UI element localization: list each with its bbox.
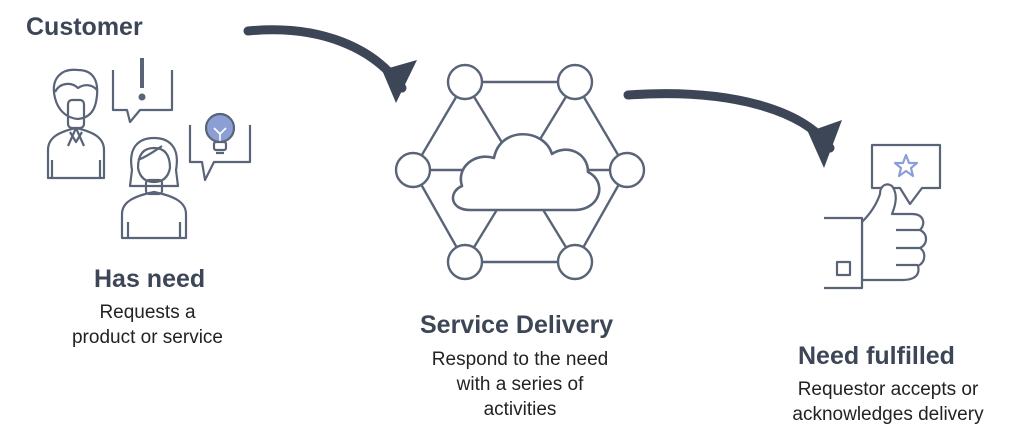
need-fulfilled-description: Requestor accepts or acknowledges delive… xyxy=(792,379,984,425)
network-node xyxy=(608,151,646,189)
male-person-icon xyxy=(46,68,106,180)
thumbs-up-icon xyxy=(824,183,928,290)
has-need-title: Has need xyxy=(94,265,206,293)
has-need-description: Requests a product or service xyxy=(71,302,223,348)
exclamation-bubble-icon xyxy=(111,58,174,124)
service-delivery-description: Respond to the need with a series of act… xyxy=(431,349,609,420)
female-person-icon xyxy=(120,136,188,240)
curved-arrow-icon xyxy=(243,25,407,93)
network-nodes xyxy=(394,63,646,281)
arrow-head xyxy=(808,120,842,168)
arrow-service-to-fulfilled xyxy=(623,89,842,168)
service-delivery-title: Service Delivery xyxy=(420,311,614,339)
curved-arrow-icon xyxy=(623,89,835,153)
network-node xyxy=(394,151,432,189)
cloud-icon xyxy=(451,133,601,212)
arrow-head xyxy=(382,60,417,103)
network-node xyxy=(556,243,594,281)
lightbulb-bubble-icon xyxy=(188,112,252,182)
star-bubble-icon xyxy=(870,143,942,206)
need-fulfilled-title: Need fulfilled xyxy=(798,342,955,370)
customer-title: Customer xyxy=(26,13,143,41)
arrow-customer-to-service xyxy=(243,25,417,103)
network-node xyxy=(446,63,484,101)
network-node xyxy=(556,63,594,101)
network-node xyxy=(446,243,484,281)
